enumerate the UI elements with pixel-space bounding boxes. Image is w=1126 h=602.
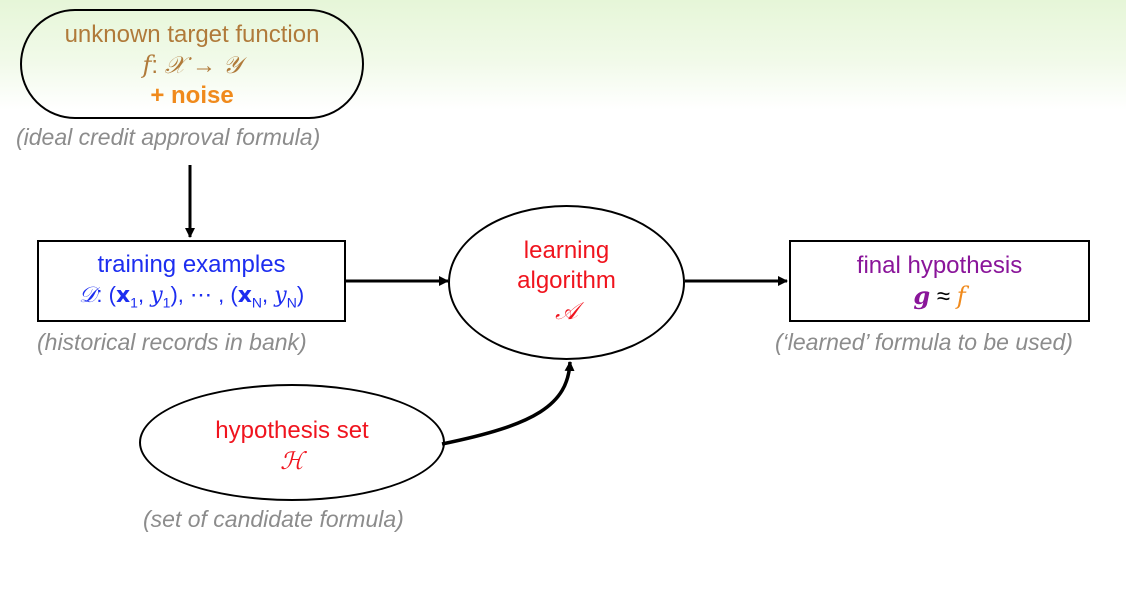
target-colon: :	[151, 52, 159, 79]
dataset-colon: :	[96, 282, 103, 307]
hypothesis-set-symbol: ℋ	[280, 447, 304, 475]
pairN-x: x	[237, 283, 252, 308]
target-f-symbol: f	[142, 51, 152, 79]
dataset-symbol: 𝒟	[78, 283, 97, 308]
pair1-close: )	[170, 282, 178, 307]
learning-algorithm-node: learning algorithm 𝒜	[448, 205, 685, 360]
final-hypothesis-formula: g ≈ f	[791, 281, 1088, 312]
pairN-close: )	[296, 282, 305, 307]
target-function-mapping: f: 𝒳 → 𝒴	[22, 50, 362, 81]
final-hypothesis-node: final hypothesis g ≈ f	[789, 240, 1090, 322]
final-g-symbol: g	[913, 281, 931, 310]
target-function-node: unknown target function f: 𝒳 → 𝒴 + noise	[20, 9, 364, 119]
training-ellipsis: , ⋯ ,	[177, 282, 225, 307]
training-examples-node: training examples 𝒟: (x1, y1), ⋯ , (xN, …	[37, 240, 346, 322]
hypothesis-set-caption: (set of candidate formula)	[143, 506, 404, 532]
header-gradient-band	[0, 0, 1126, 110]
algorithm-label-line1: learning	[523, 237, 610, 264]
target-noise-label: + noise	[150, 82, 234, 109]
target-map-arrow: →	[192, 52, 217, 79]
hypothesis-set-title: hypothesis set	[215, 417, 369, 444]
target-output-space: 𝒴	[222, 51, 242, 79]
pair1-y-subscript: 1	[162, 294, 171, 311]
pairN-comma: ,	[262, 282, 269, 307]
training-examples-formula: 𝒟: (x1, y1), ⋯ , (xN, yN)	[39, 280, 344, 317]
pairN-x-subscript: N	[251, 294, 263, 311]
pair1-y: y	[150, 283, 163, 308]
training-examples-title: training examples	[97, 251, 286, 278]
hypothesis-set-node: hypothesis set ℋ	[139, 384, 445, 501]
final-approx-symbol: ≈	[936, 283, 951, 310]
pair1-x: x	[115, 283, 131, 308]
training-caption: (historical records in bank)	[37, 329, 307, 355]
pair1-x-subscript: 1	[130, 294, 138, 311]
final-hypothesis-title: final hypothesis	[856, 252, 1023, 279]
final-f-symbol: f	[956, 282, 966, 310]
pairN-open: (	[230, 282, 238, 307]
algorithm-label-line2: algorithm	[517, 267, 616, 294]
pairN-y: y	[274, 283, 287, 308]
algorithm-symbol: 𝒜	[555, 297, 578, 325]
arrow-hypothesis-to-algorithm	[441, 361, 575, 446]
pairN-y-subscript: N	[286, 294, 297, 311]
pair1-comma: ,	[137, 282, 145, 307]
target-input-space: 𝒳	[164, 51, 186, 79]
target-caption: (ideal credit approval formula)	[16, 124, 321, 150]
target-function-title: unknown target function	[64, 21, 320, 48]
pair1-open: (	[108, 282, 116, 307]
final-caption: (‘learned’ formula to be used)	[775, 329, 1073, 355]
